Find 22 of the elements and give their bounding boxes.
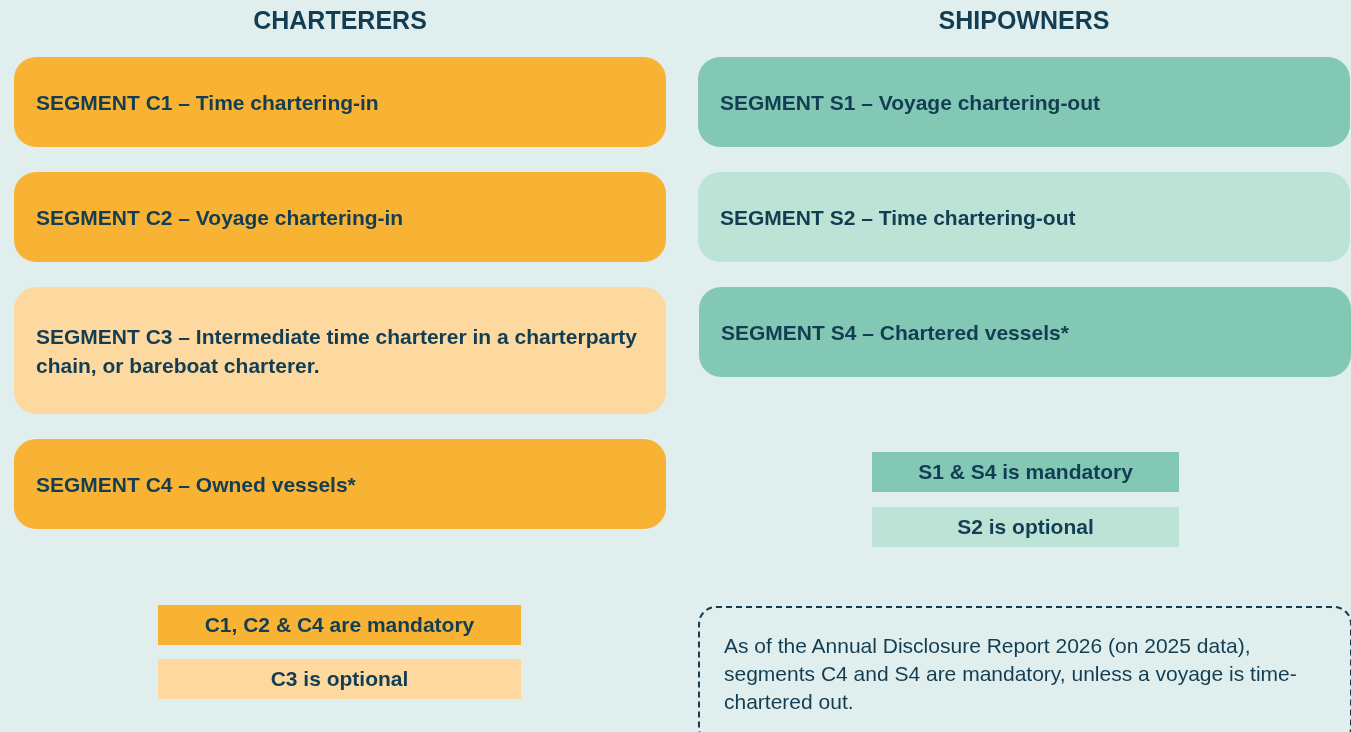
segment-box — [698, 57, 1350, 147]
note-text: As of the Annual Disclosure Report 2026 (on 2025 data), segments C4 and S4 are mandatory, unless a voyage is time-chartered out. — [724, 633, 1298, 715]
segment-label: SEGMENT C3 – Intermediate time charterer in a charterparty chain, or bareboat charterer. — [36, 323, 639, 379]
segment-box — [14, 287, 666, 414]
legend-text: S2 is optional — [957, 515, 1094, 539]
legend-text: C3 is optional — [270, 667, 409, 691]
segment-label: SEGMENT C4 – Owned vessels* — [36, 471, 356, 498]
segment-box — [699, 287, 1351, 377]
column-heading: CHARTERERS — [252, 6, 428, 35]
note-box — [698, 606, 1351, 732]
segment-label: SEGMENT S2 – Time chartering-out — [720, 204, 1076, 231]
segment-label: SEGMENT C2 – Voyage chartering-in — [36, 204, 404, 231]
segment-label: SEGMENT C1 – Time chartering-in — [36, 89, 379, 116]
segment-box — [14, 57, 666, 147]
segment-box — [14, 439, 666, 529]
segment-label: SEGMENT S4 – Chartered vessels* — [721, 319, 1069, 346]
legend-text: C1, C2 & C4 are mandatory — [204, 613, 475, 637]
segment-box — [698, 172, 1350, 262]
legend-text: S1 & S4 is mandatory — [918, 460, 1133, 484]
segment-label: SEGMENT S1 – Voyage chartering-out — [720, 89, 1101, 116]
segment-box — [14, 172, 666, 262]
column-heading: SHIPOWNERS — [937, 6, 1111, 35]
